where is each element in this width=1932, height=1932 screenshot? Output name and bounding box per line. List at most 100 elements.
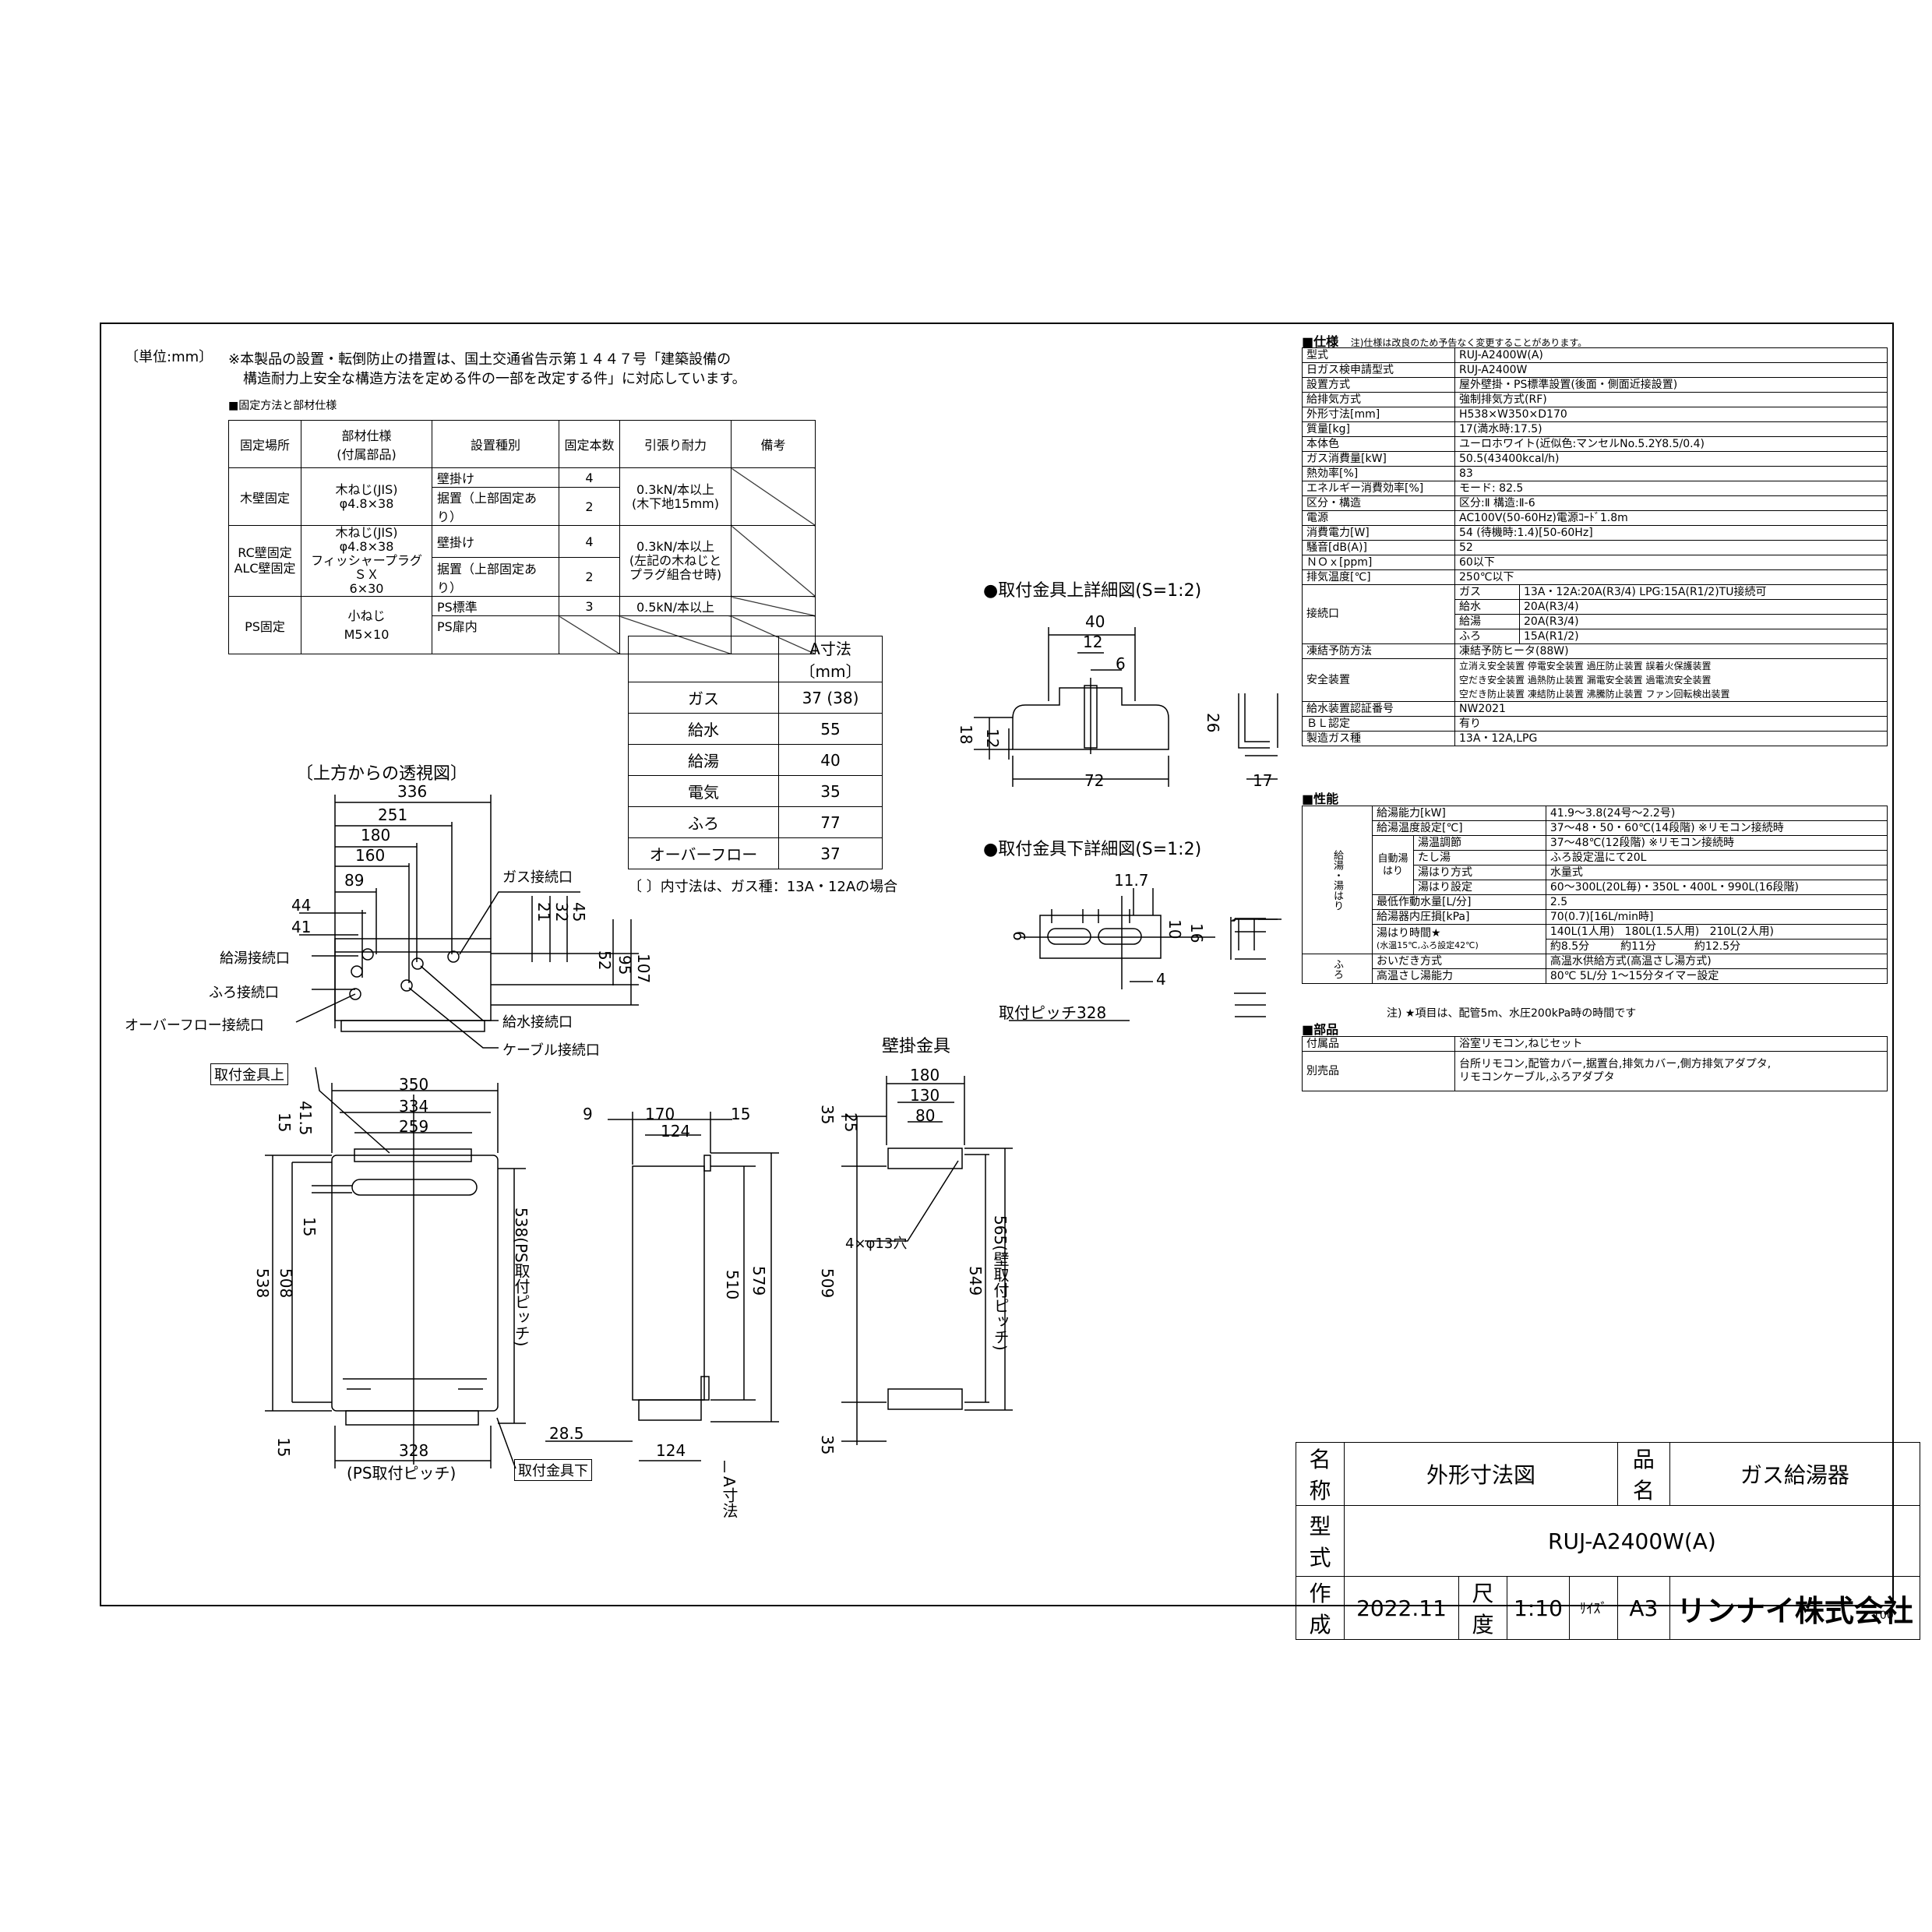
fix-cell: RC壁固定 ALC壁固定 [228,525,301,597]
cable-port-label: ケーブル接続口 [502,1042,600,1059]
notice-line-1: ※本製品の設置・転倒防止の措置は、国土交通省告示第１４４７号「建築設備の [228,351,732,368]
dim-text: 508 [277,1268,295,1299]
tb-product-value: ガス給湯器 [1669,1442,1920,1506]
fix-header: 部材仕様 (付属部品) [301,420,432,468]
ps-pitch-h-label: (PS取付ピッチ) [347,1464,457,1482]
overflow-port-label: オーバーフロー接続口 [125,1017,264,1034]
spec-key: 接続口 [1302,584,1455,644]
wall-pitch-label: 565(壁取付ピッチ) [991,1215,1010,1351]
spec-value: 凍結予防ヒータ(88W) [1454,643,1888,659]
spec-key: 消費電力[W] [1302,525,1455,541]
upper-bracket-title: ●取付金具上詳細図(S=1:2) [983,581,1202,601]
spec-key: 騒音[dB(A)] [1302,540,1455,555]
spec-value: 強制排気方式(RF) [1454,392,1888,407]
perf-value: 37～48・50・60℃(14段階) ※リモコン接続時 [1545,820,1888,836]
perf-value: 高温水供給方式(高温さし湯方式) [1545,954,1888,969]
dim-text: 15 [731,1105,751,1123]
wall-bracket-title: 壁掛金具 [882,1037,951,1056]
spec-value: NW2021 [1454,701,1888,717]
auto-fill-label: 自動湯はり [1372,835,1414,895]
dim-text: 89 [344,871,365,890]
perf-value: 2.5 [1545,894,1888,910]
fix-cell: PS標準 [432,596,559,616]
fix-header: 固定本数 [559,420,620,468]
dim-text: 15 [274,1437,293,1458]
fix-cell: 木ねじ(JIS) φ4.8×38 [301,467,432,526]
dim-text: 328 [399,1441,429,1460]
dim-text: 12 [1083,633,1103,651]
fix-cell: PS固定 [228,596,301,654]
spec-value: 13A・12A,LPG [1454,731,1888,746]
spec-subkey: 給湯 [1454,614,1520,629]
dim-text: 44 [291,896,312,915]
spec-subkey: ふろ [1454,629,1520,644]
perf-key: 湯はり設定 [1413,880,1546,895]
fill-time-key-1: 湯はり時間★ [1377,926,1441,940]
dim-text: 18 [957,724,975,745]
spec-key: ＢＬ認定 [1302,716,1455,732]
fix-cell: 2 [559,557,620,597]
dim-text: 180 [361,826,391,844]
parts-key: 別売品 [1302,1051,1455,1091]
perf-footnote: 注) ★項目は、配管5m、水圧200kPa時の時間です [1387,1007,1637,1020]
dim-text: 41.5 [296,1101,315,1136]
spec-value: モード: 82.5 [1454,481,1888,496]
fix-cell-empty [731,525,816,597]
a-dim-value: 37 [778,837,883,869]
perf-key: 給湯温度設定[℃] [1372,820,1546,836]
dim-text: 28.5 [549,1424,584,1443]
fix-header: 備考 [731,420,816,468]
dim-text: 40 [1085,612,1105,631]
spec-key: 本体色 [1302,436,1455,452]
spec-value: RUJ-A2400W [1454,362,1888,378]
fill-time-key-2: (水温15℃,ふろ設定42℃) [1377,940,1479,950]
safety-values: 立消え安全装置 停電安全装置 過圧防止装置 誤着火保護装置 空だき安全装置 過熱… [1454,658,1888,702]
a-dim-note: 〔 〕内寸法は、ガス種：13A・12Aの場合 [628,879,898,895]
dim-text: 124 [656,1441,686,1460]
dim-text: 124 [661,1122,691,1141]
spec-value: ユーロホワイト(近似色:マンセルNo.5.2Y8.5/0.4) [1454,436,1888,452]
parts-value: 浴室リモコン,ねじセット [1454,1036,1888,1052]
dim-text: 251 [378,806,408,824]
a-dim-label: オーバーフロー [628,837,779,869]
fix-header: 設置種別 [432,420,559,468]
spec-value: 有り [1454,716,1888,732]
tb-scale-value: 1:10 [1507,1576,1570,1640]
dim-text: 509 [818,1268,837,1299]
mount-pitch-label: 取付ピッチ328 [999,1003,1107,1022]
spec-key: 設置方式 [1302,377,1455,393]
tb-model-value: RUJ-A2400W(A) [1344,1505,1920,1577]
fill-time-value-2: 約8.5分 約11分 約12.5分 [1545,939,1888,954]
dim-text: 6 [1010,931,1028,941]
spec-key: 日ガス検申請型式 [1302,362,1455,378]
spec-value: 13A・12A:20A(R3/4) LPG:15A(R1/2)TU接続可 [1519,584,1888,600]
fix-title: ■固定方法と部材仕様 [228,400,337,412]
dim-text: 25 [841,1112,860,1133]
perf-table: 給湯・湯はり 給湯能力[kW] 41.9～3.8(24号～2.2号) 給湯温度設… [1302,806,1888,984]
side-view-drawing [545,1112,779,1472]
company-name: リンナイ株式会社 [1669,1576,1920,1640]
fix-cell: 壁掛け [432,524,559,559]
spec-value: 50.5(43400kcal/h) [1454,451,1888,467]
spec-value: 60以下 [1454,555,1888,570]
perf-value: 60～300L(20L毎)・350L・400L・990L(16段階) [1545,880,1888,895]
fix-cell: 据置（上部固定あり） [432,557,559,597]
spec-key: ＮＯｘ[ppm] [1302,555,1455,570]
a-dim-label: ガス [628,682,779,714]
fix-cell: 0.5kN/本以上 [619,596,732,616]
spec-key: 凍結予防方法 [1302,643,1455,659]
tb-product-label: 品名 [1616,1442,1670,1506]
page-number: 100 [1873,1609,1894,1622]
parts-key: 付属品 [1302,1036,1455,1052]
title-block: 名称 外形寸法図 品名 ガス給湯器 型式 RUJ-A2400W(A) 作成 20… [1296,1442,1920,1640]
dim-text: 538 [253,1268,272,1299]
parts-title: ■部品 [1302,1022,1339,1037]
a-dim-corner [628,636,779,682]
upper-bracket-label: 取付金具上 [210,1063,288,1085]
spec-title: ■仕様 注)仕様は改良のため予告なく変更することがあります。 [1302,331,1587,350]
bath-side-label: ふろ [1302,954,1373,984]
dim-text: 41 [291,918,312,936]
perf-key: 給湯能力[kW] [1372,806,1546,821]
perf-value: 70(0.7)[16L/min時] [1545,909,1888,925]
spec-value: 17(満水時:17.5) [1454,421,1888,437]
